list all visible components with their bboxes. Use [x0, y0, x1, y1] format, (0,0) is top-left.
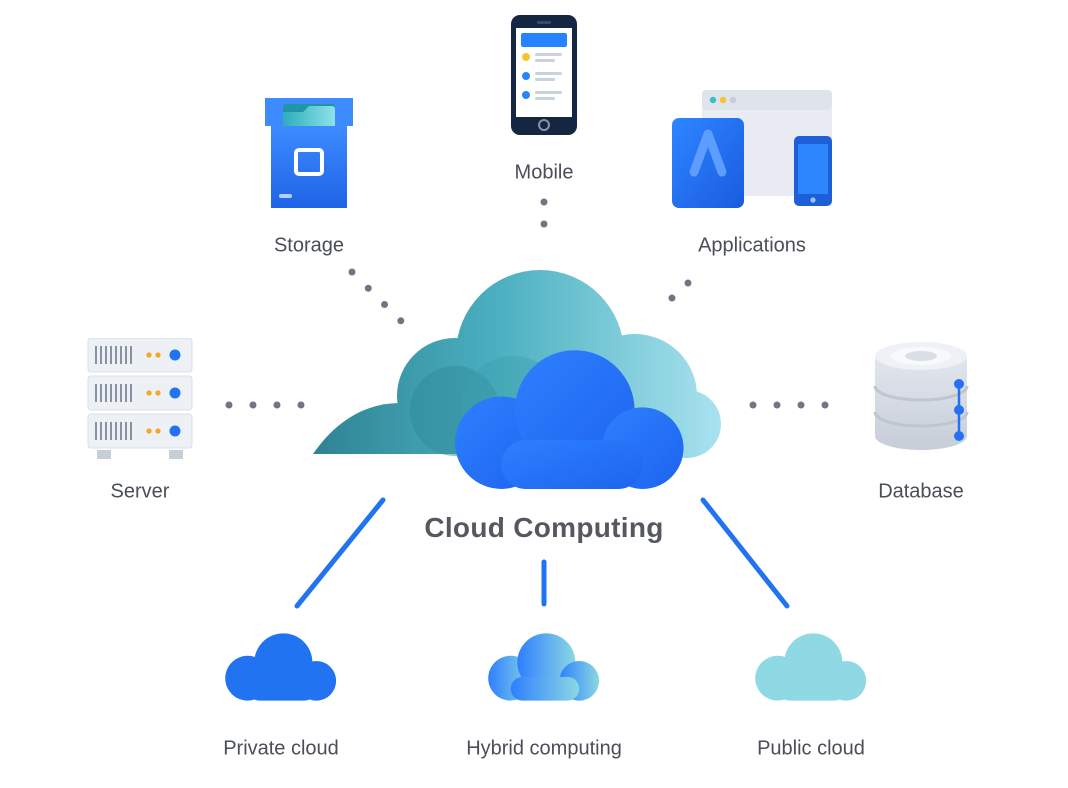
- devices-icon: [672, 90, 832, 208]
- cloud-front-icon: [455, 350, 684, 489]
- cloud-teal-icon: [755, 633, 867, 701]
- cloud-blue-icon: [225, 633, 337, 701]
- storage-box-icon: [265, 98, 353, 208]
- server-rack-icon: [87, 338, 193, 459]
- database-cylinder-icon: [873, 342, 969, 450]
- private-cloud-label: Private cloud: [223, 737, 339, 760]
- hybrid-computing-label: Hybrid computing: [466, 737, 622, 760]
- server-label: Server: [110, 480, 170, 503]
- connector-private-cloud-line: [294, 497, 386, 609]
- storage-label: Storage: [273, 234, 345, 257]
- database-label: Database: [878, 480, 964, 503]
- mobile-label: Mobile: [514, 161, 574, 184]
- public-cloud-label: Public cloud: [757, 737, 865, 760]
- connector-public-cloud-line: [700, 497, 790, 609]
- cloud-gradient-icon: [488, 633, 600, 701]
- applications-label: Applications: [698, 234, 806, 257]
- smartphone-icon: [511, 15, 577, 135]
- diagram-title: Cloud Computing: [424, 512, 664, 543]
